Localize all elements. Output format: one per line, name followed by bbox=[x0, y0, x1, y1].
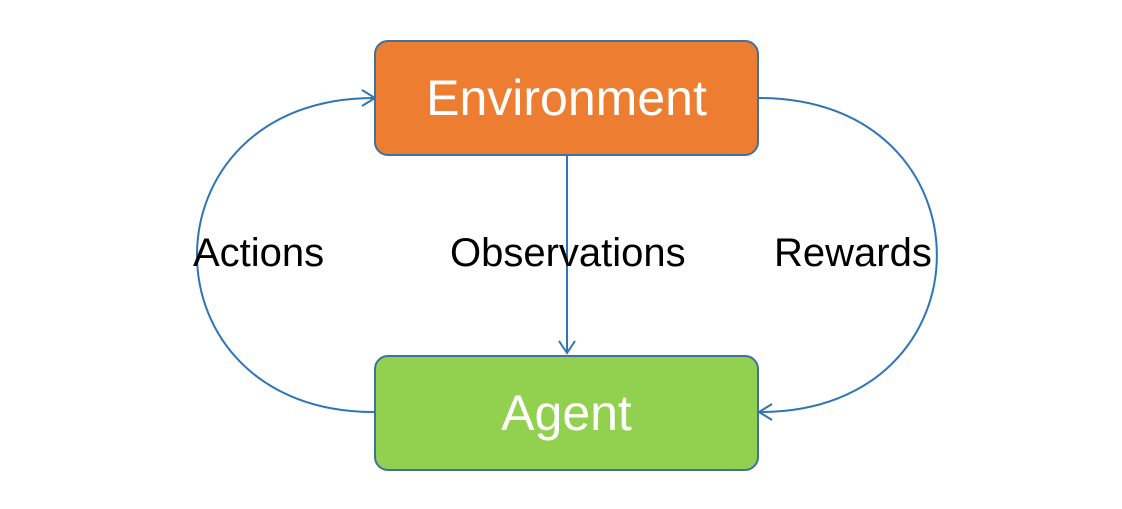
environment-label: Environment bbox=[426, 70, 707, 126]
rewards-arrow bbox=[758, 97, 938, 413]
environment-box: Environment bbox=[374, 40, 759, 156]
actions-label: Actions bbox=[193, 231, 325, 275]
observations-arrowhead bbox=[558, 340, 576, 355]
rewards-label: Rewards bbox=[774, 231, 932, 275]
observations-label: Observations bbox=[450, 231, 686, 275]
actions-arrow bbox=[196, 97, 375, 413]
rewards-arrowhead bbox=[757, 403, 773, 421]
agent-label: Agent bbox=[501, 385, 632, 441]
agent-box: Agent bbox=[374, 355, 759, 471]
